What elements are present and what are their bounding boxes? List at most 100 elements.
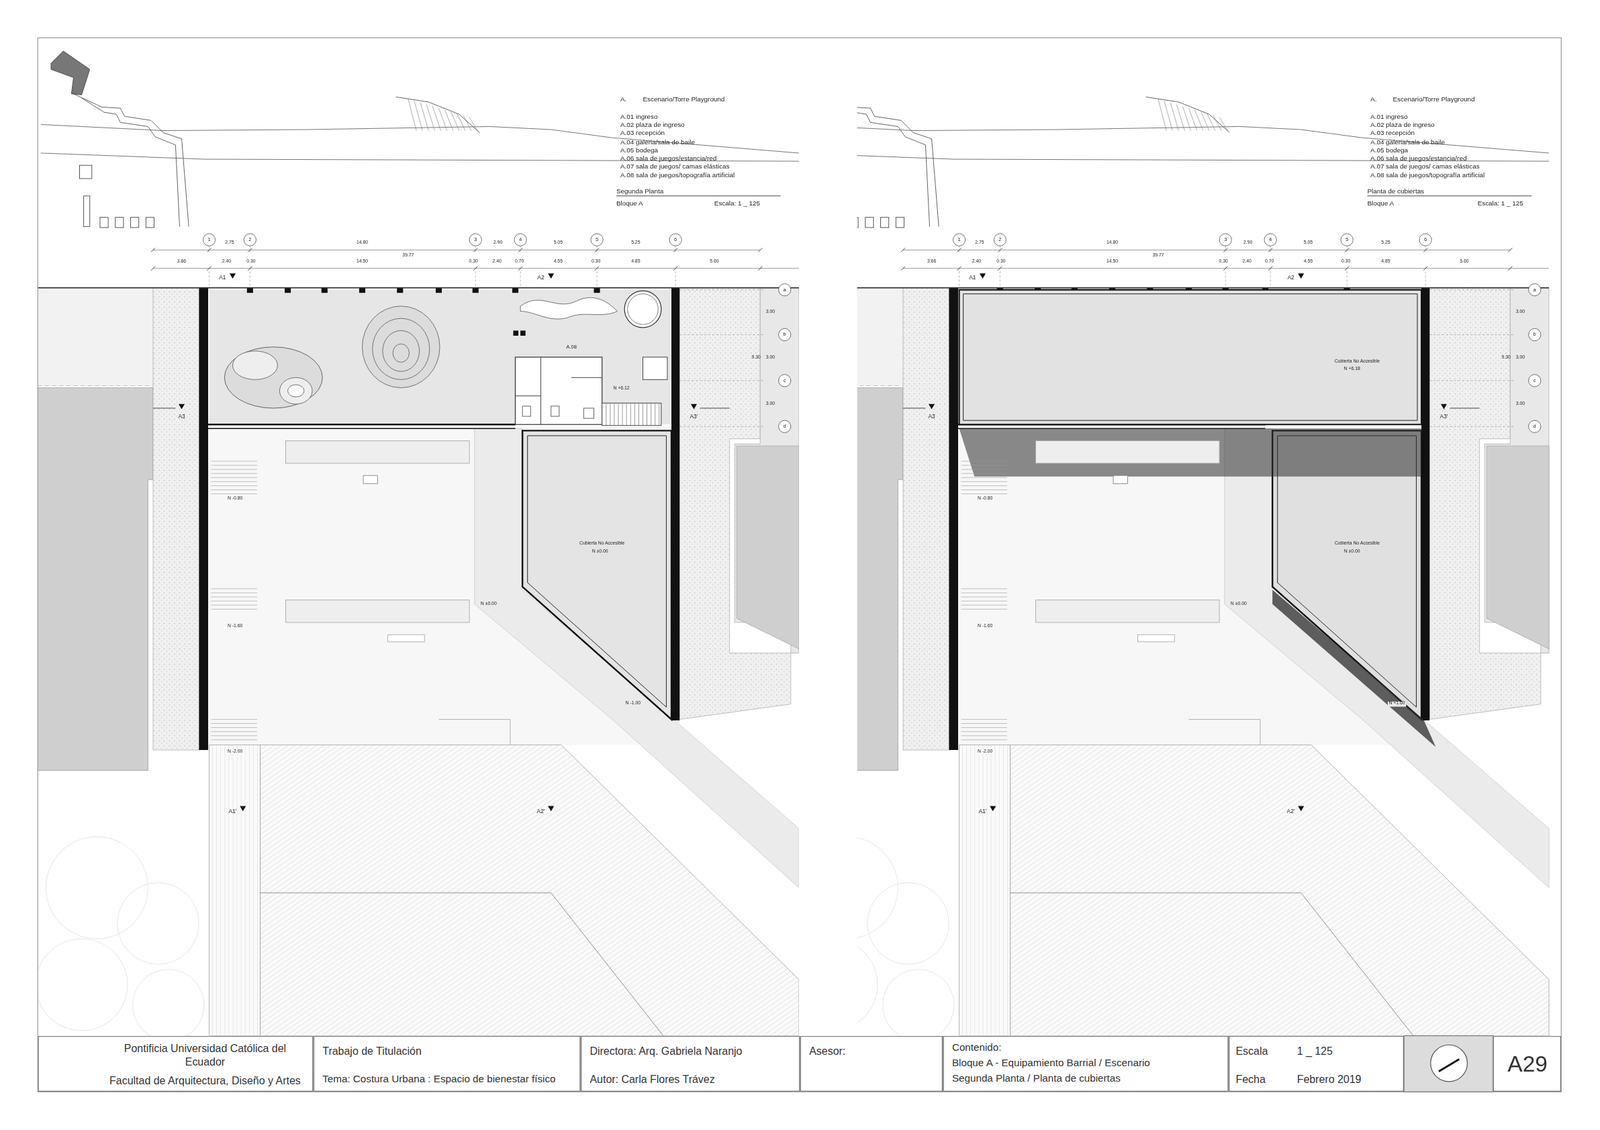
plan-label: A2' (1287, 808, 1296, 815)
plan-line (207, 266, 212, 271)
plan-line (1425, 271, 1427, 288)
plan-ellipse (45, 836, 148, 939)
plan-ellipse (624, 290, 662, 328)
plan-line (958, 271, 960, 288)
plan-line (514, 395, 541, 397)
plan-label: 2.40 (492, 259, 501, 266)
plan-shape (963, 294, 1418, 421)
plan-label: 4.85 (631, 259, 640, 266)
plan-rect (642, 357, 667, 380)
plan-shape (153, 288, 201, 750)
plan-shape (690, 404, 697, 410)
plan-line (1270, 271, 1272, 288)
plan-label: N ±0.00 (1229, 601, 1248, 607)
plan-line (679, 334, 764, 336)
plan-label: N ±0.00 (1342, 549, 1361, 555)
plan-line (901, 247, 906, 252)
plan-line (700, 407, 730, 409)
plan-line (961, 477, 1008, 479)
plan-ellipse (1430, 1044, 1468, 1082)
plan-label: 9.30 (1501, 355, 1511, 362)
plan-line (961, 608, 1008, 610)
title-block-text: Asesor: (809, 1044, 846, 1058)
plan-label: 4.55 (553, 259, 563, 266)
plan-label: A. (1370, 95, 1377, 103)
plan-shape (1272, 589, 1436, 747)
plan-rect (857, 217, 859, 228)
plan-rect (512, 288, 519, 294)
plan-ellipse (362, 306, 441, 389)
plan-label: 5.05 (553, 240, 563, 246)
plan-label: Segunda Planta (616, 187, 664, 195)
plan-line (457, 113, 466, 131)
plan-line (211, 723, 258, 724)
plan-rect (1421, 288, 1430, 721)
plan-label: 3.00 (766, 355, 775, 362)
plan-line (469, 117, 478, 131)
plan-ellipse (882, 969, 955, 1037)
plan-label: 5 (1345, 237, 1349, 243)
plan-line (613, 402, 615, 426)
plan-line (211, 465, 258, 466)
plan-rect (1036, 600, 1220, 623)
plan-line (675, 245, 677, 254)
plan-rect (948, 288, 959, 750)
plan-rect (583, 408, 594, 419)
plan-ellipse (1528, 374, 1541, 387)
plan-label: N +6.12 (612, 386, 631, 392)
plan-label: 5.25 (1381, 240, 1390, 246)
plan-label: d (1533, 423, 1537, 430)
plan-line (1346, 245, 1348, 254)
plan-label: 6 (674, 237, 677, 243)
plan-line (857, 93, 940, 227)
plan-line (596, 245, 598, 254)
plan-label: A1' (228, 808, 238, 815)
plan-line (961, 727, 1008, 728)
plan-label: Cubierta No Accesible (1333, 541, 1381, 547)
plan-ellipse (952, 233, 965, 246)
plan-line (961, 600, 1008, 602)
title-block-text: 1 _ 125 (1297, 1044, 1333, 1058)
plan-ellipse (778, 420, 791, 433)
plan-label: 2.90 (1243, 240, 1253, 246)
plan-rect (671, 288, 680, 721)
plan-label: A2' (537, 808, 546, 815)
plan-line (961, 460, 1008, 462)
plan-line (961, 481, 1008, 483)
plan-shape (928, 404, 935, 410)
plan-rect (1036, 441, 1220, 464)
plan-label: 3.66 (927, 259, 936, 266)
plan-label: A1' (978, 808, 987, 815)
plan-line (211, 485, 258, 487)
plan-line (958, 245, 960, 254)
north-cell (1403, 1036, 1493, 1093)
plan-rect (551, 406, 560, 417)
plan-ellipse (1419, 233, 1432, 246)
plan-label: A.02 plaza de ingreso (1370, 120, 1435, 129)
plan-label: 3.00 (1516, 309, 1525, 315)
plan-ellipse (232, 351, 278, 381)
plan-line (451, 112, 460, 131)
plan-shape (989, 806, 996, 812)
plan-label: A.08 sala de juegos/topografía artificia… (620, 171, 735, 179)
plan-line (997, 266, 1002, 271)
plan-shape (547, 806, 554, 812)
plan-label: b (783, 331, 787, 338)
plan-label: Escala: 1 _ 125 (1477, 199, 1524, 207)
plan-line (1189, 719, 1261, 745)
plan-label: 14.50 (356, 259, 368, 266)
plan-label: N -1.00 (624, 701, 642, 708)
plan-line (673, 266, 678, 271)
plan-line (73, 93, 189, 227)
plan-label: 0.30 (246, 259, 256, 266)
plan-shape (522, 430, 672, 720)
title-block-cell: Contenido:Bloque A - Equipamiento Barria… (942, 1036, 1229, 1093)
plan-label: 3.00 (766, 401, 775, 407)
title-block-text: A29 (1507, 1050, 1548, 1079)
plan-label: A2 (1287, 274, 1294, 281)
plan-ellipse (37, 938, 128, 1031)
plan-label: 1 (957, 237, 961, 243)
plan-rect (472, 288, 479, 294)
plan-line (40, 153, 799, 162)
